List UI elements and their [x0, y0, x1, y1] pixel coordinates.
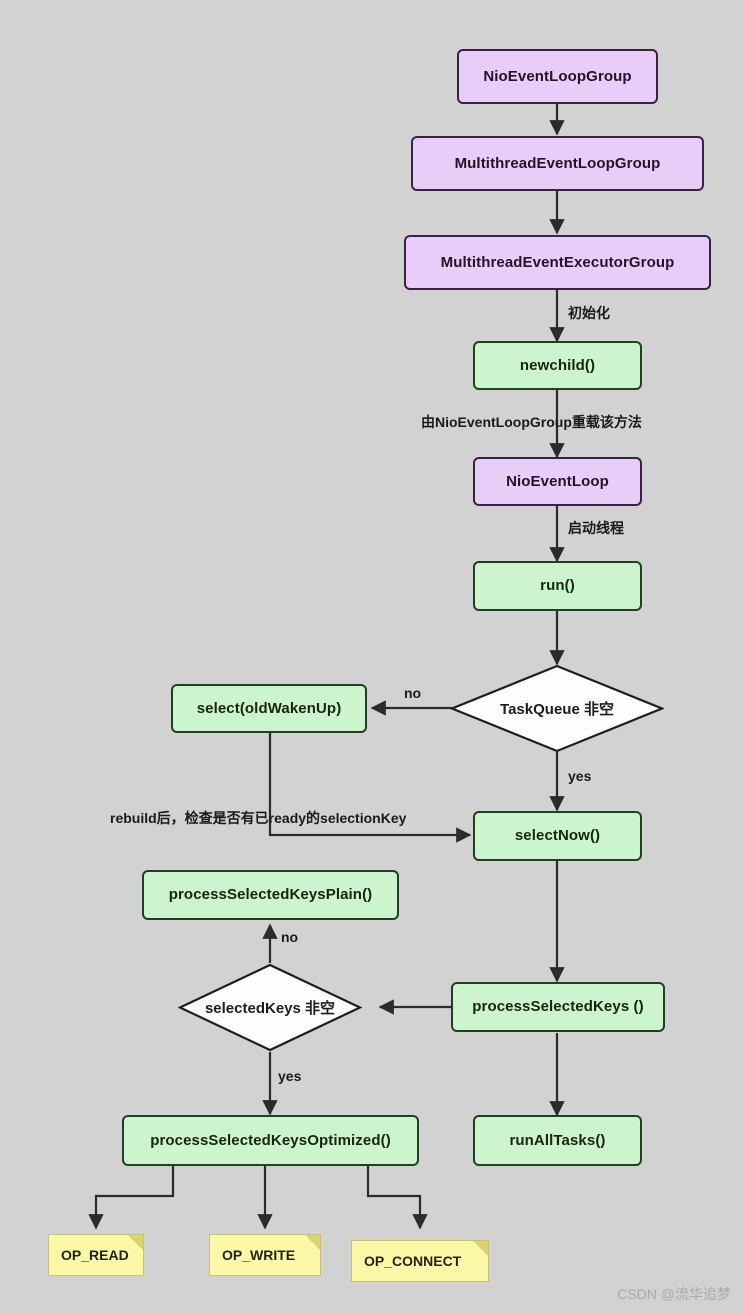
- node-label: TaskQueue 非空: [500, 701, 614, 718]
- node-selected-keys-decision[interactable]: selectedKeys 非空: [178, 963, 362, 1052]
- edge-label-start-thread: 启动线程: [568, 520, 624, 536]
- node-nio-event-loop[interactable]: NioEventLoop: [473, 457, 642, 506]
- node-label: NioEventLoopGroup: [483, 67, 632, 85]
- node-process-selected-keys-plain[interactable]: processSelectedKeysPlain(): [142, 870, 399, 920]
- node-multithread-event-executor-group[interactable]: MultithreadEventExecutorGroup: [404, 235, 711, 290]
- node-select-now[interactable]: selectNow(): [473, 811, 642, 861]
- node-process-selected-keys-optimized[interactable]: processSelectedKeysOptimized(): [122, 1115, 419, 1166]
- edge-optimized-to-op-read: [88, 1166, 175, 1230]
- node-label: NioEventLoop: [506, 472, 609, 490]
- note-fold-icon: [305, 1235, 320, 1250]
- edge-label-rebuild-check: rebuild后，检查是否有已ready的selectionKey: [110, 810, 407, 826]
- node-label: runAllTasks(): [509, 1131, 606, 1149]
- note-label: OP_WRITE: [222, 1247, 296, 1263]
- node-multithread-event-loop-group[interactable]: MultithreadEventLoopGroup: [411, 136, 704, 191]
- edge-label-taskqueue-yes: yes: [568, 768, 592, 784]
- node-label: processSelectedKeys (): [472, 998, 644, 1016]
- edge-label-selectedkeys-yes: yes: [278, 1068, 302, 1084]
- node-label: MultithreadEventLoopGroup: [454, 154, 661, 172]
- edge-label-selectedkeys-no: no: [281, 929, 299, 945]
- node-label: selectedKeys 非空: [204, 1000, 336, 1017]
- note-op-write[interactable]: OP_WRITE: [209, 1234, 321, 1276]
- note-op-read[interactable]: OP_READ: [48, 1234, 144, 1276]
- edge-label-taskqueue-no: no: [404, 685, 422, 701]
- diamond-shape: [178, 963, 362, 1052]
- note-op-connect[interactable]: OP_CONNECT: [351, 1240, 489, 1282]
- node-label: processSelectedKeysOptimized(): [150, 1131, 391, 1149]
- note-fold-icon: [128, 1235, 143, 1250]
- node-label: processSelectedKeysPlain(): [168, 886, 373, 904]
- note-label: OP_READ: [61, 1247, 129, 1263]
- node-newchild[interactable]: newchild(): [473, 341, 642, 390]
- note-label: OP_CONNECT: [364, 1253, 462, 1269]
- edge-optimized-to-op-connect: [366, 1166, 428, 1230]
- edge-label-override: 由NioEventLoopGroup重载该方法: [421, 414, 642, 430]
- node-select-old-wakenup[interactable]: select(oldWakenUp): [171, 684, 367, 733]
- watermark: CSDN @流华追梦: [617, 1286, 731, 1302]
- node-label: MultithreadEventExecutorGroup: [440, 253, 675, 271]
- node-label: newchild(): [519, 356, 596, 374]
- diamond-shape: [450, 664, 664, 753]
- node-process-selected-keys[interactable]: processSelectedKeys (): [451, 982, 665, 1032]
- edge-label-init: 初始化: [568, 305, 610, 321]
- node-nio-event-loop-group[interactable]: NioEventLoopGroup: [457, 49, 658, 104]
- node-label: select(oldWakenUp): [196, 699, 342, 717]
- node-run[interactable]: run(): [473, 561, 642, 611]
- node-run-all-tasks[interactable]: runAllTasks(): [473, 1115, 642, 1166]
- node-label: selectNow(): [514, 827, 601, 845]
- node-taskqueue-decision[interactable]: TaskQueue 非空: [450, 664, 664, 753]
- node-label: run(): [540, 577, 575, 595]
- note-fold-icon: [473, 1241, 488, 1256]
